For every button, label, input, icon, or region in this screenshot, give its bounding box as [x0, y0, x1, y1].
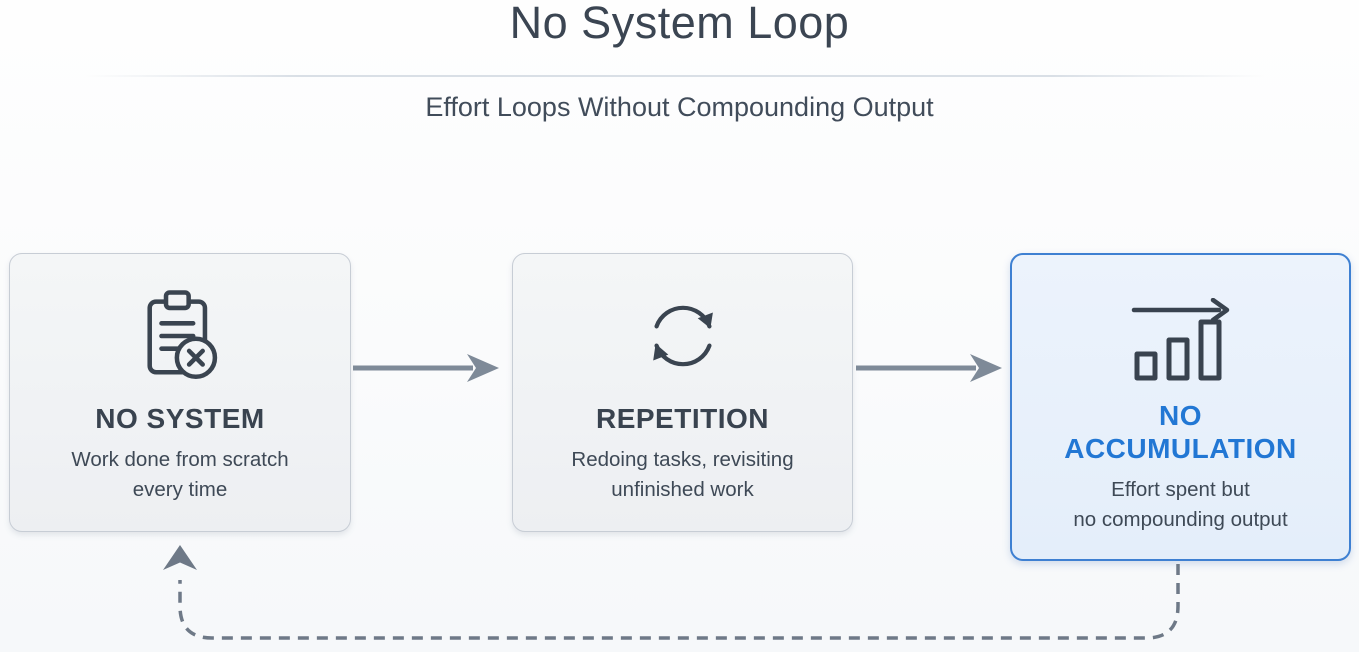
loop-arrowhead	[163, 545, 197, 570]
feedback-loop-arrow	[163, 545, 1180, 640]
clipboard-x-icon	[137, 286, 224, 386]
page-title: No System Loop	[509, 0, 850, 48]
forward-arrow-2	[856, 354, 1002, 382]
step-card-repetition: REPETITION Redoing tasks, revisiting unf…	[512, 253, 853, 532]
step-description: Work done from scratch every time	[71, 448, 289, 502]
step-description: Redoing tasks, revisiting unfinished wor…	[571, 448, 794, 502]
step-title: NO ACCUMULATION	[1064, 400, 1297, 465]
page-subtitle: Effort Loops Without Compounding Output	[425, 92, 934, 122]
loop-arrows-icon	[638, 286, 728, 386]
step-title: NO SYSTEM	[95, 403, 265, 434]
step-description: Effort spent but no compounding output	[1073, 478, 1288, 532]
step-title: REPETITION	[595, 403, 769, 434]
forward-arrow-1	[353, 354, 499, 382]
step-card-no-system: NO SYSTEM Work done from scratch every t…	[9, 253, 351, 532]
header-divider	[85, 75, 1265, 77]
flat-bar-chart-icon	[1131, 293, 1231, 387]
step-card-no-accumulation: NO ACCUMULATION Effort spent but no comp…	[1010, 253, 1351, 561]
